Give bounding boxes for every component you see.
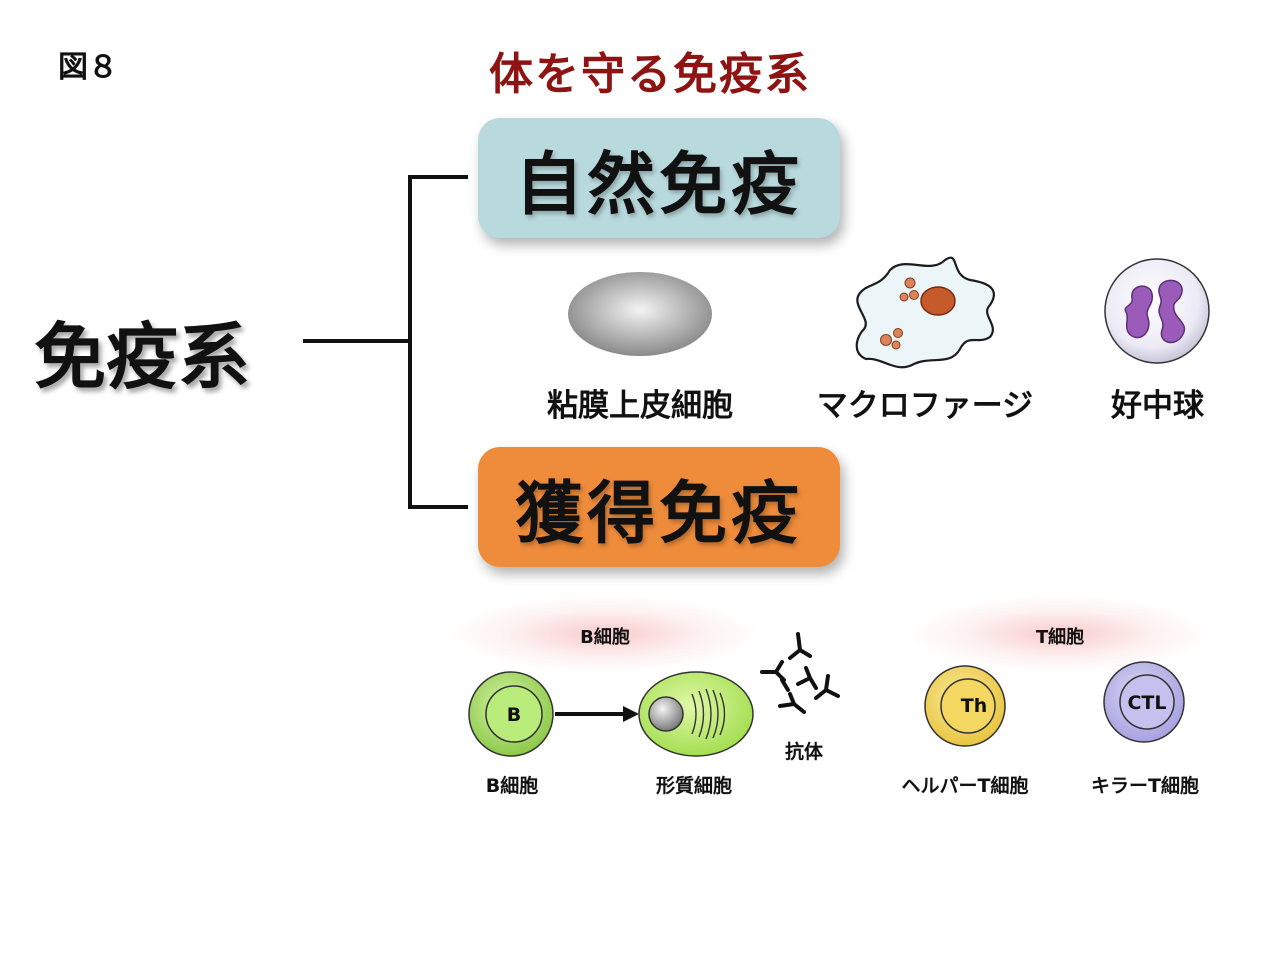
antibody-label: 抗体 bbox=[784, 741, 823, 763]
neutrophil-illustration bbox=[1104, 258, 1210, 364]
epithelial-cell-illustration bbox=[568, 272, 712, 356]
innate-immunity-title: 自然免疫 bbox=[514, 145, 803, 225]
helper-t-cell-illustration bbox=[924, 665, 1006, 747]
helper-t-letters: Th bbox=[960, 695, 988, 717]
neutrophil-label: 好中球 bbox=[1111, 388, 1204, 424]
epithelial-cell-label: 粘膜上皮細胞 bbox=[547, 388, 733, 424]
page-title: 体を守る免疫系 bbox=[489, 49, 811, 100]
b-cell-label: B細胞 bbox=[485, 775, 539, 797]
b-cell-illustration bbox=[468, 671, 554, 757]
innate-immunity-box: 自然免疫 bbox=[478, 118, 840, 238]
macrophage-illustration bbox=[855, 256, 995, 369]
killer-t-letters: CTL bbox=[1127, 692, 1167, 714]
adaptive-immunity-box: 獲得免疫 bbox=[478, 447, 840, 567]
plasma-cell-illustration bbox=[638, 671, 754, 757]
helper-t-cell-label: ヘルパーT細胞 bbox=[901, 775, 1029, 797]
b-cell-letter: B bbox=[506, 704, 522, 726]
t-cell-group-glow bbox=[910, 596, 1210, 672]
adaptive-immunity-title: 獲得免疫 bbox=[514, 474, 803, 554]
killer-t-cell-illustration bbox=[1103, 661, 1185, 743]
killer-t-cell-label: キラーT細胞 bbox=[1091, 775, 1199, 797]
figure-label: 図８ bbox=[58, 50, 118, 85]
t-cell-group-label: T細胞 bbox=[1035, 627, 1085, 648]
root-node-label: 免疫系 bbox=[34, 315, 251, 399]
differentiation-arrow bbox=[555, 706, 639, 722]
antibody-illustration bbox=[760, 632, 840, 714]
b-cell-group-label: B細胞 bbox=[580, 627, 630, 648]
b-cell-group-glow bbox=[450, 596, 760, 672]
macrophage-label: マクロファージ bbox=[816, 388, 1034, 424]
plasma-cell-label: 形質細胞 bbox=[655, 775, 732, 797]
